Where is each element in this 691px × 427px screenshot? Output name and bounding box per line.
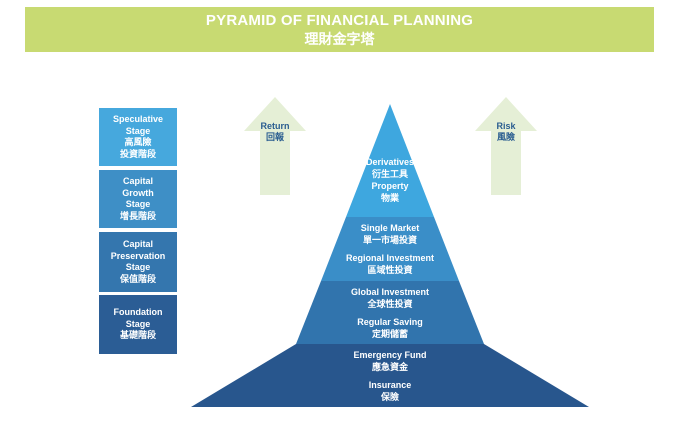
arrow-label-chinese: 風險 <box>496 132 515 142</box>
title-banner: PYRAMID OF FINANCIAL PLANNING 理財金字塔 <box>25 7 654 52</box>
up-arrow-icon <box>475 97 537 195</box>
pyramid-level-foundation <box>191 344 589 407</box>
item-single-market-chinese: 單一市場投資 <box>362 235 417 245</box>
up-arrow-icon <box>244 97 306 195</box>
arrow-label-english: Risk <box>496 121 516 131</box>
stage-capital-preservation: Capital Preservation Stage 保值階段 <box>99 232 177 292</box>
risk-arrow: Risk 風險 <box>475 97 537 195</box>
level-labels-speculative: Derivatives 衍生工具 Property 物業 <box>290 156 490 204</box>
pyramid-level-capital-preservation <box>296 281 484 344</box>
item-global-investment: Global Investment <box>350 287 430 297</box>
item-insurance-chinese: 保險 <box>380 392 399 402</box>
return-arrow: Return 回報 <box>244 97 306 195</box>
title-chinese: 理財金字塔 <box>304 31 375 47</box>
level-labels-capital-growth: Single Market 單一市場投資 Regional Investment… <box>290 222 490 276</box>
stage-label: Speculative Stage <box>112 114 164 136</box>
item-derivatives: Derivatives <box>365 157 415 167</box>
arrow-label: Return 回報 <box>244 121 306 143</box>
stage-speculative: Speculative Stage 高風險 投資階段 <box>99 108 177 166</box>
item-regional-investment-chinese: 區域性投資 <box>367 265 413 275</box>
item-regional-investment: Regional Investment <box>345 253 435 263</box>
item-global-investment-chinese: 全球性投資 <box>367 299 413 309</box>
arrow-label-chinese: 回報 <box>265 132 284 142</box>
item-derivatives-chinese: 衍生工具 <box>371 169 408 179</box>
title-english: PYRAMID OF FINANCIAL PLANNING <box>205 12 474 29</box>
item-property-chinese: 物業 <box>380 193 399 203</box>
pyramid-level-speculative <box>346 104 434 217</box>
pyramid-level-capital-growth <box>321 217 459 281</box>
stage-label-chinese: 保值階段 <box>119 273 156 284</box>
stage-capital-growth: Capital Growth Stage 增長階段 <box>99 170 177 228</box>
level-labels-foundation: Emergency Fund 應急資金 Insurance 保險 <box>290 349 490 403</box>
stage-label-chinese: 高風險 投資階段 <box>119 137 156 159</box>
stage-label: Foundation Stage <box>113 307 163 329</box>
stage-label: Capital Growth Stage <box>122 176 154 209</box>
stage-label: Capital Preservation Stage <box>110 239 166 272</box>
item-emergency-fund-chinese: 應急資金 <box>371 362 408 372</box>
item-property: Property <box>371 181 409 191</box>
arrow-label-english: Return <box>260 121 290 131</box>
item-emergency-fund: Emergency Fund <box>353 350 427 360</box>
item-regular-saving-chinese: 定期儲蓄 <box>371 329 408 339</box>
stage-foundation: Foundation Stage 基礎階段 <box>99 295 177 354</box>
item-single-market: Single Market <box>360 223 420 233</box>
level-labels-capital-preservation: Global Investment 全球性投資 Regular Saving 定… <box>290 286 490 340</box>
item-insurance: Insurance <box>368 380 412 390</box>
stage-label-chinese: 基礎階段 <box>119 330 156 341</box>
item-regular-saving: Regular Saving <box>357 317 423 327</box>
arrow-label: Risk 風險 <box>475 121 537 143</box>
stage-label-chinese: 增長階段 <box>119 210 156 221</box>
